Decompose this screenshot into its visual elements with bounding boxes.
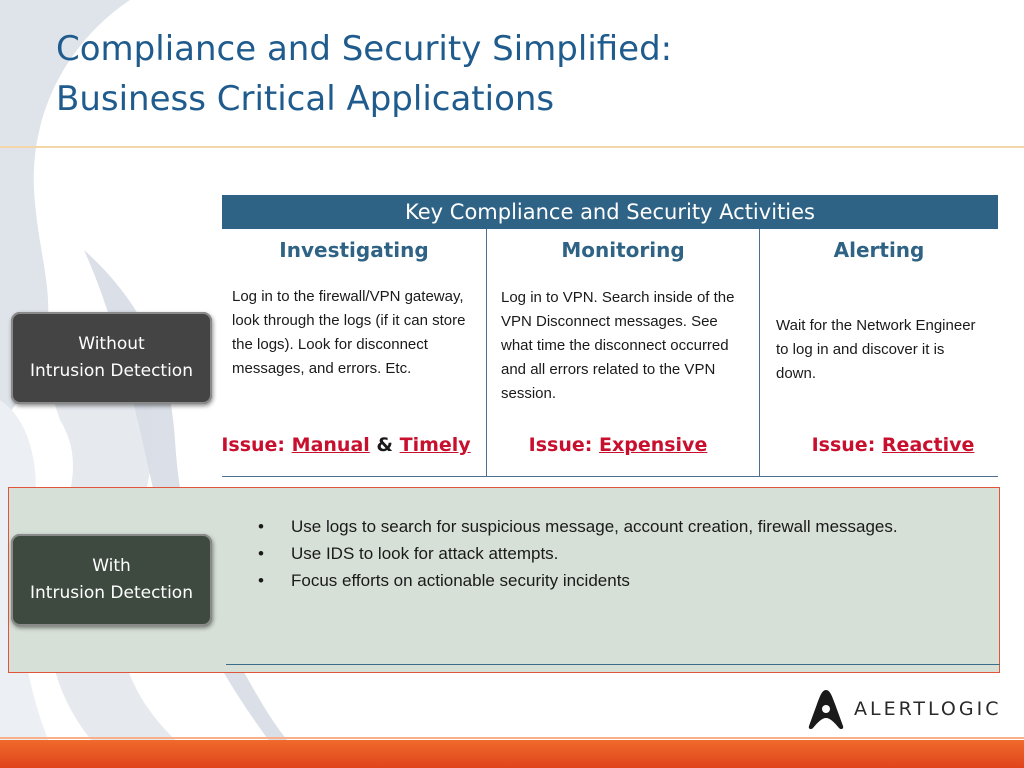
alerting-description: Wait for the Network Engineer to log in …	[776, 317, 976, 382]
investigating-description: Log in to the firewall/VPN gateway, look…	[232, 288, 466, 377]
issue-prefix: Issue:	[528, 434, 593, 456]
without-label-line-1: Without	[78, 334, 145, 354]
logo-wordmark: ALERTLOGIC	[854, 698, 1002, 720]
column-heading-alerting: Alerting	[833, 238, 925, 262]
monitoring-description: Log in to VPN. Search inside of the VPN …	[501, 289, 735, 402]
column-heading-monitoring: Monitoring	[561, 238, 685, 262]
issue-prefix: Issue:	[811, 434, 876, 456]
table-header: Key Compliance and Security Activities	[222, 195, 998, 229]
title-line-2: Business Critical Applications	[56, 79, 555, 119]
issue-prefix: Issue:	[221, 434, 286, 456]
issue-alerting: Issue: Reactive	[770, 434, 1016, 456]
title-line-1: Compliance and Security Simplified:	[56, 29, 673, 69]
issue-keyword-manual: Manual	[291, 434, 370, 456]
bullet-item: Use IDS to look for attack attempts.	[258, 540, 958, 567]
column-divider	[486, 229, 487, 476]
footer-highlight	[0, 737, 1024, 739]
footer-bar	[0, 740, 1024, 768]
issue-keyword-expensive: Expensive	[598, 434, 708, 456]
issue-investigating: Issue: Manual & Timely	[208, 434, 484, 456]
with-label-line-1: With	[92, 556, 131, 576]
without-label-line-2: Intrusion Detection	[30, 361, 193, 381]
bullet-item: Use logs to search for suspicious messag…	[258, 513, 958, 540]
issue-monitoring: Issue: Expensive	[487, 434, 749, 456]
issue-keyword-reactive: Reactive	[881, 434, 975, 456]
without-intrusion-detection-button[interactable]: Without Intrusion Detection	[11, 312, 212, 404]
page-title: Compliance and Security Simplified: Busi…	[56, 24, 672, 124]
issue-keyword-timely: Timely	[399, 434, 471, 456]
with-intrusion-detection-button[interactable]: With Intrusion Detection	[11, 534, 212, 626]
alertlogic-logo: ALERTLOGIC	[808, 688, 1001, 730]
with-label-line-2: Intrusion Detection	[30, 583, 193, 603]
title-divider	[0, 146, 1024, 148]
bullet-item: Focus efforts on actionable security inc…	[258, 567, 958, 594]
issue-joiner: &	[376, 434, 393, 456]
column-divider	[759, 229, 760, 476]
with-ids-bullet-list: Use logs to search for suspicious messag…	[258, 513, 958, 594]
alertlogic-a-icon	[808, 690, 844, 730]
column-heading-investigating: Investigating	[279, 238, 429, 262]
table-bottom-rule	[222, 476, 998, 477]
panel-bottom-rule	[226, 664, 1000, 665]
